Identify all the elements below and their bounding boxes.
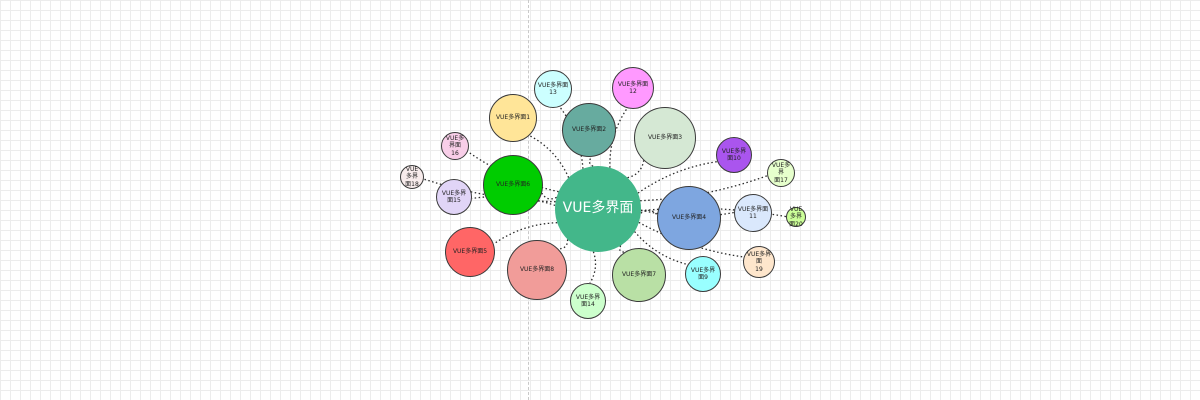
node-15[interactable]: VUE多界面15 — [436, 179, 472, 215]
node-6[interactable]: VUE多界面6 — [483, 155, 543, 215]
node-label: VUE多界面5 — [452, 248, 488, 256]
node-17[interactable]: VUE多界 面17 — [767, 159, 795, 187]
node-label: VUE多界面7 — [621, 271, 657, 279]
root-node[interactable]: VUE多界面 — [555, 166, 641, 252]
node-label: VUE多界面15 — [441, 189, 467, 205]
node-label: VUE多界面2 — [571, 126, 607, 134]
connector-line — [493, 222, 558, 245]
connector-line — [541, 192, 557, 200]
node-label: VUE多界面 16 — [445, 134, 465, 157]
node-label: VUE多界 面18 — [405, 165, 419, 188]
node-9[interactable]: VUE多界面9 — [685, 256, 721, 292]
node-16[interactable]: VUE多界面 16 — [441, 132, 469, 160]
node-8[interactable]: VUE多界面8 — [507, 240, 567, 300]
node-label: VUE多界面6 — [495, 181, 531, 189]
node-label: VUE多界面8 — [519, 266, 555, 274]
node-label: VUE多界 面17 — [771, 161, 791, 184]
node-label: VUE多界面12 — [617, 80, 649, 96]
node-20[interactable]: VUE多界 面20 — [786, 205, 806, 228]
node-label: VUE多界面14 — [575, 293, 601, 309]
node-5[interactable]: VUE多界面5 — [445, 227, 495, 277]
node-12[interactable]: VUE多界面12 — [612, 67, 654, 109]
connector-line — [558, 239, 569, 250]
connector-line — [640, 209, 658, 216]
node-label: VUE多界面 19 — [746, 250, 772, 273]
node-label: VUE多界面4 — [671, 214, 707, 222]
node-10[interactable]: VUE多界面10 — [716, 137, 752, 173]
node-label: VUE多界面13 — [537, 81, 569, 97]
node-1[interactable]: VUE多界面1 — [489, 94, 537, 142]
root-node-label: VUE多界面 — [562, 200, 634, 217]
node-19[interactable]: VUE多界面 19 — [743, 246, 775, 278]
node-14[interactable]: VUE多界面14 — [570, 283, 606, 319]
node-18[interactable]: VUE多界 面18 — [400, 165, 424, 189]
connector-line — [589, 251, 597, 284]
node-label: VUE多界面11 — [737, 205, 769, 221]
connector-line — [627, 160, 645, 179]
node-label: VUE多界面9 — [690, 266, 716, 282]
node-11[interactable]: VUE多界面11 — [734, 194, 772, 232]
node-label: VUE多界面1 — [495, 114, 531, 122]
node-label: VUE多界面10 — [721, 147, 747, 163]
node-2[interactable]: VUE多界面2 — [562, 103, 616, 157]
node-3[interactable]: VUE多界面3 — [634, 107, 696, 169]
node-13[interactable]: VUE多界面13 — [534, 70, 572, 108]
node-7[interactable]: VUE多界面7 — [612, 248, 666, 302]
node-4[interactable]: VUE多界面4 — [657, 186, 721, 250]
node-label: VUE多界面3 — [647, 134, 683, 142]
node-label: VUE多界 面20 — [789, 205, 803, 228]
connector-line — [588, 156, 594, 167]
